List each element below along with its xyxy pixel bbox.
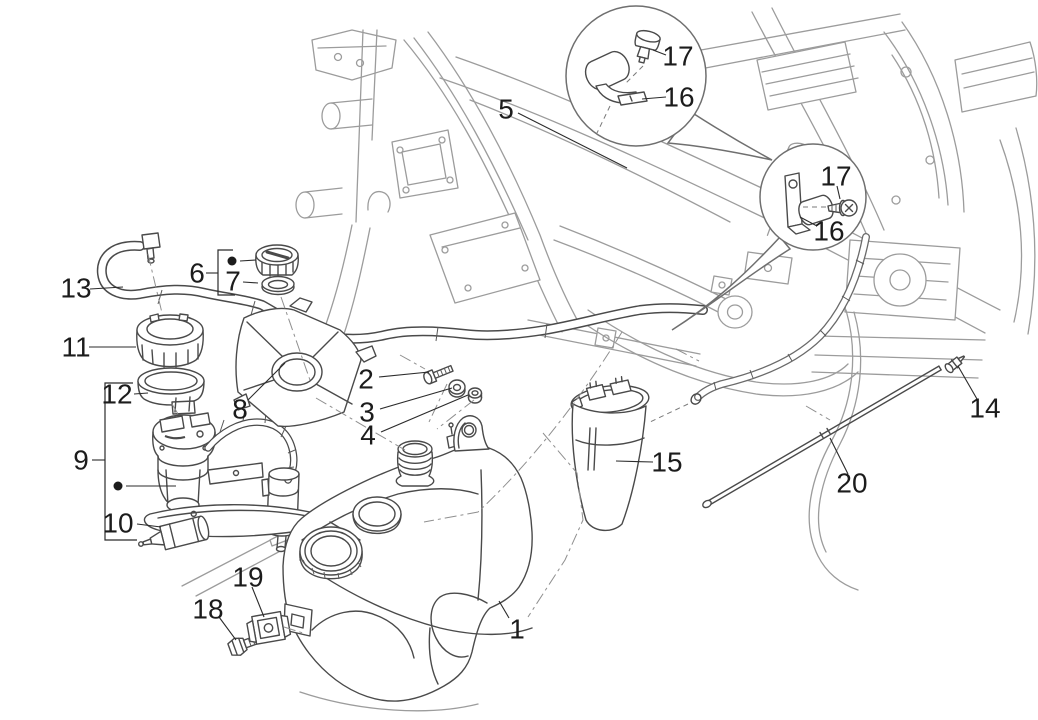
bullet-marker-2 [113, 481, 123, 491]
callout-label-c5: 5 [498, 94, 514, 125]
ring-nut [136, 313, 204, 368]
callout-label-c17a: 17 [662, 41, 693, 72]
callout-leader-c7 [242, 281, 259, 284]
fixing-plate [246, 610, 292, 645]
seal-ring [137, 367, 205, 406]
callout-leader-c19 [251, 586, 265, 618]
callout-leader-c5 [517, 112, 628, 169]
rod-fitting [944, 355, 966, 374]
fuel-tank [282, 415, 533, 702]
fuel-filter [138, 510, 210, 551]
callout-label-c17b: 17 [820, 161, 851, 192]
tank-fixing-hardware [423, 364, 483, 404]
callout-leader-c16a [641, 96, 667, 100]
callout-label-c2: 2 [358, 364, 374, 395]
callout-label-c1: 1 [509, 614, 525, 645]
callout-label-c10: 10 [102, 508, 133, 539]
cap-gasket [261, 275, 295, 296]
callout-leader-c12 [133, 392, 149, 395]
callout-leader-c13 [89, 286, 124, 290]
callout-leader-c3 [379, 387, 453, 410]
callout-label-c4: 4 [360, 420, 376, 451]
callout-leader-c8 [247, 362, 286, 401]
bullet-marker-1 [227, 256, 237, 266]
group-bracket-9 [104, 382, 137, 541]
phantom-lines [147, 253, 831, 634]
callout-label-c18: 18 [192, 594, 223, 625]
fuel-level-sensor [570, 375, 650, 531]
callout-label-c16a: 16 [663, 82, 694, 113]
callout-label-c8: 8 [232, 394, 248, 425]
callout-leader-c16b [799, 216, 818, 227]
callout-label-c14: 14 [969, 393, 1000, 424]
callout-label-c20: 20 [836, 468, 867, 499]
engine [751, 7, 1038, 591]
callout-leader-c18 [218, 616, 237, 641]
callout-label-c6: 6 [189, 258, 205, 289]
callout-leader-c20 [829, 437, 849, 475]
detail-balloon-top [565, 5, 773, 161]
callout-label-c3: 3 [359, 397, 375, 428]
bullet-leader-1 [239, 259, 257, 262]
detail-balloon-right [671, 143, 867, 331]
callout-leader-c10 [136, 523, 162, 528]
fuel-filler-cap [255, 244, 299, 277]
callout-leader-c1 [498, 600, 510, 619]
callout-label-c15: 15 [651, 447, 682, 478]
callout-label-c19: 19 [232, 562, 263, 593]
callout-leader-c17a [652, 49, 667, 56]
callout-label-c7: 7 [225, 266, 241, 297]
hose-clamp [584, 50, 648, 106]
callout-label-c12: 12 [101, 379, 132, 410]
clamp-screw [634, 29, 661, 64]
callout-leader-c17b [836, 185, 841, 200]
callout-leader-c14 [957, 365, 978, 400]
bracket-screw [827, 199, 858, 217]
callout-label-c16b: 16 [813, 216, 844, 247]
callout-label-c11: 11 [61, 332, 90, 363]
scooter-frame [181, 13, 1001, 712]
callout-leader-c2 [378, 371, 430, 378]
breather-rod [702, 365, 942, 509]
filler-protection-funnel [233, 297, 377, 428]
callout-label-c9: 9 [73, 445, 89, 476]
callout-leader-c15 [615, 460, 654, 463]
callout-leader-c4 [380, 394, 469, 433]
callout-label-c13: 13 [60, 273, 91, 304]
